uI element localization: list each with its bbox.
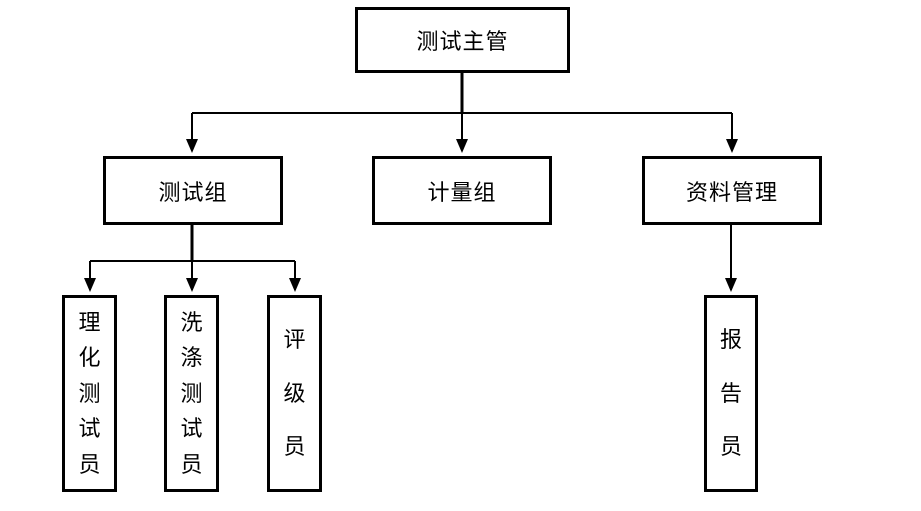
node-grader: 评级员	[267, 295, 322, 492]
node-data-management: 资料管理	[642, 156, 822, 225]
node-label: 测试主管	[416, 29, 509, 54]
node-physical-chemical-tester: 理化测试员	[62, 295, 117, 492]
node-label: 测试组	[158, 179, 228, 205]
node-reporter: 报告员	[704, 295, 758, 492]
node-test-supervisor: 测试主管	[355, 7, 570, 73]
node-metrology-group: 计量组	[372, 156, 552, 225]
node-label: 计量组	[427, 179, 497, 205]
node-test-group: 测试组	[103, 156, 283, 225]
node-label: 资料管理	[685, 179, 778, 205]
node-washing-tester: 洗涤测试员	[164, 295, 219, 492]
